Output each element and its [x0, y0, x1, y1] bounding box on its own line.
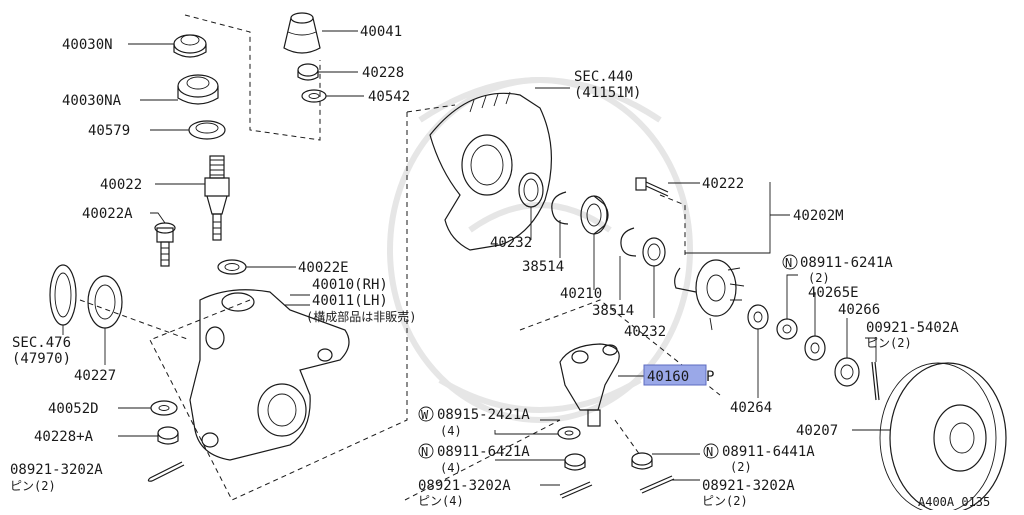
label-40011[interactable]: 40011(LH) [312, 293, 388, 309]
mark-N-08911-6421A: N [421, 445, 428, 459]
label-08911-6421A[interactable]: 08911-6421A [437, 444, 530, 460]
snap-ring-38514-right[interactable] [620, 227, 637, 257]
label-38514-left[interactable]: 38514 [522, 259, 564, 275]
label-40030NA[interactable]: 40030NA [62, 93, 122, 109]
dust-cover-sec440[interactable] [429, 91, 552, 251]
washer-40022E[interactable] [217, 259, 247, 275]
leader-lines [62, 30, 890, 486]
snap-ring-38514-left[interactable] [551, 191, 569, 225]
nut-08911-6421A[interactable] [564, 453, 586, 471]
label-pin-2-right: ピン(2) [702, 494, 748, 508]
label-40266[interactable]: 40266 [838, 302, 880, 318]
label-08911-6241A-qty: (2) [808, 271, 830, 285]
label-40022[interactable]: 40022 [100, 177, 142, 193]
label-40202M[interactable]: 40202M [793, 208, 844, 224]
label-40010[interactable]: 40010(RH) [312, 277, 388, 293]
label-40210[interactable]: 40210 [560, 286, 602, 302]
label-40228A[interactable]: 40228+A [34, 429, 94, 445]
bearing-40030N[interactable] [173, 34, 207, 58]
label-pin-4: ピン(4) [418, 494, 464, 508]
mark-N-08911-6441A: N [706, 445, 713, 459]
highlight-40160 [643, 364, 707, 386]
nut-08911-6441A[interactable] [631, 452, 653, 470]
label-40041[interactable]: 40041 [360, 24, 402, 40]
cotter-pin-08921-right[interactable] [639, 475, 675, 494]
circle-marks [418, 254, 798, 459]
label-40542[interactable]: 40542 [368, 89, 410, 105]
label-08915-qty: (4) [440, 424, 462, 438]
assembly-dashed-lines [79, 14, 721, 501]
label-40232-right[interactable]: 40232 [624, 324, 666, 340]
nut-40228[interactable] [297, 63, 319, 81]
label-40222[interactable]: 40222 [702, 176, 744, 192]
label-08911-6421A-qty: (4) [440, 461, 462, 475]
label-40022A[interactable]: 40022A [82, 206, 133, 222]
label-sec440[interactable]: SEC.440 [574, 69, 633, 85]
dust-boot-40041[interactable] [283, 12, 321, 54]
diagram-code: A400A 0135 [918, 495, 990, 509]
label-08911-6441A[interactable]: 08911-6441A [722, 444, 815, 460]
label-08911-6441A-qty: (2) [730, 460, 752, 474]
label-08921-3202A-right[interactable]: 08921-3202A [702, 478, 795, 494]
label-40579[interactable]: 40579 [88, 123, 130, 139]
washer-40265E[interactable] [804, 335, 826, 361]
washer-40052D[interactable] [150, 400, 178, 416]
label-08915-2421A[interactable]: 08915-2421A [437, 407, 530, 423]
label-40232-left[interactable]: 40232 [490, 235, 532, 251]
cotter-pin-00921-5402A[interactable] [871, 361, 880, 401]
brake-disc-40207[interactable] [879, 362, 1007, 514]
seal-40232-left[interactable] [518, 172, 544, 208]
label-sec476-sub: (47970) [12, 351, 71, 367]
part-labels: 40030N 40030NA 40579 40022 40022A 40041 … [10, 24, 990, 509]
label-pin-2-left: ピン(2) [10, 479, 56, 493]
label-40022E[interactable]: 40022E [298, 260, 349, 276]
wheel-hub-40202M[interactable] [674, 259, 745, 331]
label-40227[interactable]: 40227 [74, 368, 116, 384]
washer-40542[interactable] [301, 89, 327, 103]
label-pin-2-00921: ピン(2) [866, 336, 912, 350]
label-40030N[interactable]: 40030N [62, 37, 113, 53]
seal-40232-right[interactable] [642, 237, 666, 267]
hub-bolt-40222[interactable] [635, 177, 669, 197]
label-40052D[interactable]: 40052D [48, 401, 99, 417]
label-40228[interactable]: 40228 [362, 65, 404, 81]
washer-40264[interactable] [747, 304, 769, 330]
bolt-40022A[interactable] [154, 222, 176, 267]
label-40207[interactable]: 40207 [796, 423, 838, 439]
sensor-rotor-sec476[interactable] [49, 264, 77, 326]
label-08911-6241A[interactable]: 08911-6241A [800, 255, 893, 271]
nut-08911-6241A[interactable] [776, 318, 798, 340]
washer-08915-2421A[interactable] [557, 426, 581, 440]
nut-40228A[interactable] [157, 426, 179, 445]
label-40160-suffix: P [706, 369, 714, 385]
lock-cap-40266[interactable] [834, 357, 860, 387]
mark-N-08911-6241A: N [785, 256, 792, 270]
cotter-pin-08921-bottom[interactable] [559, 481, 593, 499]
cotter-pin-08921-3202A[interactable] [147, 461, 185, 482]
label-08921-3202A-left[interactable]: 08921-3202A [10, 462, 103, 478]
label-not-sold-note: (構成部品は非販売) [306, 309, 416, 324]
label-sec440-sub: (41151M) [574, 85, 641, 101]
bearing-40030NA[interactable] [177, 74, 219, 105]
ball-joint-stud-40022[interactable] [204, 155, 230, 241]
label-40265E[interactable]: 40265E [808, 285, 859, 301]
label-00921-5402A[interactable]: 00921-5402A [866, 320, 959, 336]
label-38514-right[interactable]: 38514 [592, 303, 634, 319]
label-sec476[interactable]: SEC.476 [12, 335, 71, 351]
label-40160[interactable]: 40160 [647, 369, 689, 385]
seal-40579[interactable] [188, 120, 226, 140]
steering-knuckle-40010[interactable] [189, 289, 350, 461]
mark-W: W [421, 408, 429, 422]
label-40264[interactable]: 40264 [730, 400, 772, 416]
ball-joint-40160[interactable] [559, 343, 620, 427]
label-08921-3202A-bottom[interactable]: 08921-3202A [418, 478, 511, 494]
seal-40227[interactable] [87, 275, 123, 329]
